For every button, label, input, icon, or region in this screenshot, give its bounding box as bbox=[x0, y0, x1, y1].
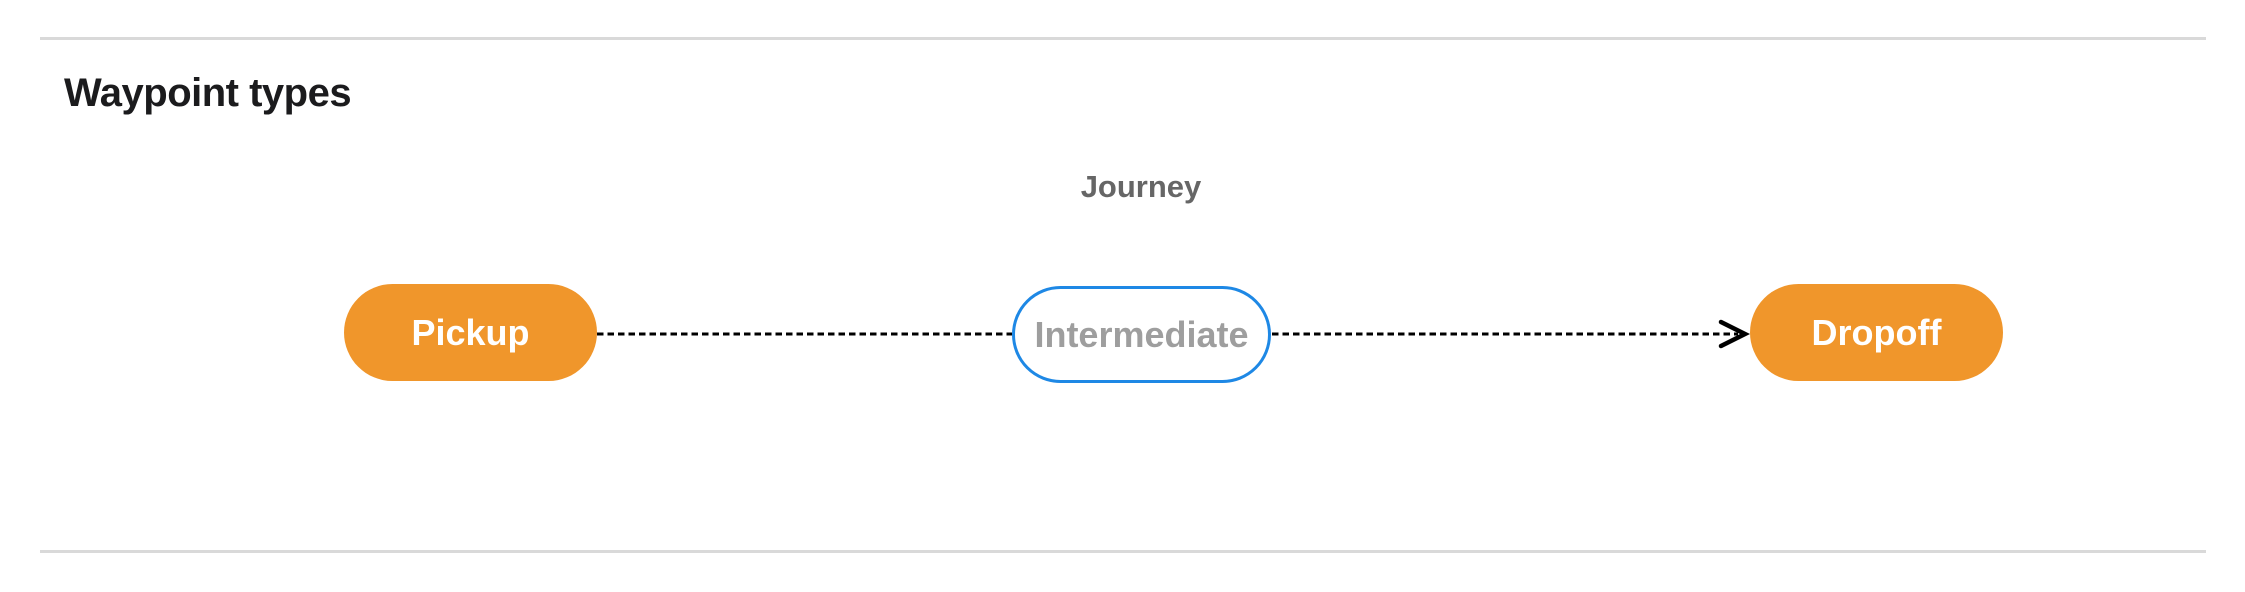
arrowhead-icon bbox=[1718, 319, 1751, 349]
diagram-title: Journey bbox=[1080, 169, 1202, 204]
node-pickup: Pickup bbox=[344, 284, 597, 381]
bottom-divider bbox=[40, 550, 2206, 553]
node-dropoff-label: Dropoff bbox=[1811, 311, 1942, 353]
top-divider bbox=[40, 37, 2206, 40]
node-pickup-label: Pickup bbox=[411, 311, 530, 353]
page-title: Waypoint types bbox=[64, 71, 352, 115]
node-intermediate: Intermediate bbox=[1012, 286, 1271, 383]
node-intermediate-label: Intermediate bbox=[1034, 313, 1249, 355]
node-dropoff: Dropoff bbox=[1750, 284, 2003, 381]
